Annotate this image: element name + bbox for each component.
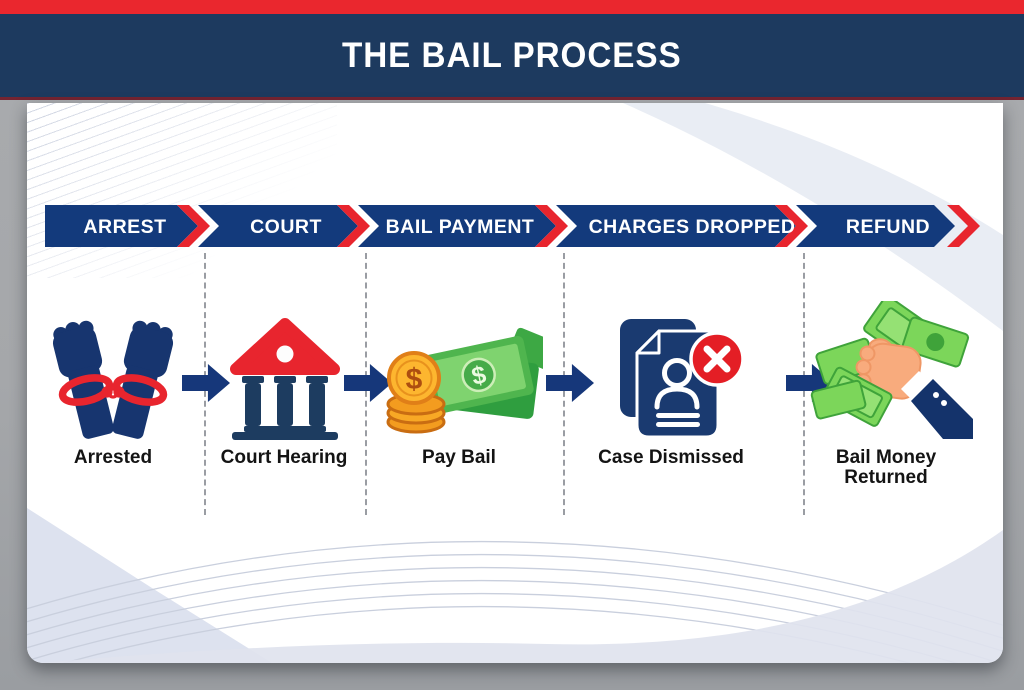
content-card: ARREST COURT BAIL PAYMENT CHARGES DROPPE… xyxy=(27,103,1003,663)
chevron-separator xyxy=(177,205,210,247)
header-band: THE BAIL PROCESS xyxy=(0,14,1024,100)
arrow-right-icon xyxy=(546,364,594,402)
bar-label-court: COURT xyxy=(250,216,322,238)
hand-returning-money-icon xyxy=(810,301,973,439)
dismissed-case-file-icon xyxy=(620,319,745,439)
handcuffed-fists-icon xyxy=(52,320,174,439)
page-title: THE BAIL PROCESS xyxy=(342,35,682,75)
bar-label-refund: REFUND xyxy=(846,216,930,238)
wave-decor xyxy=(27,508,1003,663)
courthouse-icon xyxy=(230,318,340,440)
stage-caption-pay-bail: Pay Bail xyxy=(422,447,496,468)
bar-label-arrest: ARREST xyxy=(83,216,166,238)
stage-caption-bail-money-returned: Bail Money Returned xyxy=(835,447,937,488)
chevron-separator xyxy=(775,205,808,247)
x-mark-icon xyxy=(703,345,731,373)
process-bar: ARREST COURT BAIL PAYMENT CHARGES DROPPE… xyxy=(45,205,980,247)
stage-caption-case-dismissed: Case Dismissed xyxy=(598,447,744,468)
bar-segment xyxy=(198,205,358,247)
chevron-separator xyxy=(337,205,370,247)
bar-segment xyxy=(796,205,955,247)
bar-label-charges-dropped: CHARGES DROPPED xyxy=(589,216,796,238)
stage-caption-arrested: Arrested xyxy=(73,447,153,468)
bar-segment xyxy=(45,205,198,247)
bill-dollar-sign: $ xyxy=(469,361,489,391)
coin-dollar-sign: $ xyxy=(406,363,423,396)
coins-and-banknotes-icon: $ $ xyxy=(386,327,543,434)
chevron-end-tip xyxy=(947,205,980,247)
bar-label-bail-payment: BAIL PAYMENT xyxy=(386,216,535,238)
bar-segment xyxy=(556,205,796,247)
bar-segment xyxy=(358,205,556,247)
chevron-separator xyxy=(535,205,568,247)
top-red-strip xyxy=(0,0,1024,14)
pinstripe-decor xyxy=(27,103,337,278)
stage-caption-court-hearing: Court Hearing xyxy=(220,447,348,468)
